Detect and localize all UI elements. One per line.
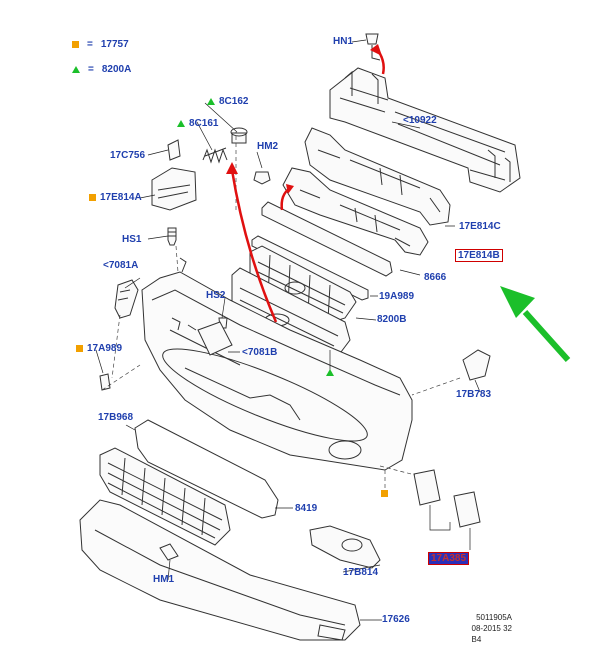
clip-17a989 bbox=[99, 373, 111, 391]
label-17b968[interactable]: 17B968 bbox=[98, 412, 134, 423]
label-17e814a[interactable]: 17E814A bbox=[100, 192, 142, 203]
label-8200b[interactable]: 8200B bbox=[377, 314, 407, 325]
square-marker-icon bbox=[76, 345, 83, 352]
label-hm2[interactable]: HM2 bbox=[257, 141, 279, 152]
label-hs1[interactable]: HS1 bbox=[122, 234, 142, 245]
bracket-17e814b bbox=[282, 167, 429, 256]
seal-19a989 bbox=[251, 235, 369, 301]
triangle-marker-icon bbox=[177, 120, 185, 127]
bracket-17e814c bbox=[304, 127, 451, 226]
label-hm1[interactable]: HM1 bbox=[153, 574, 175, 585]
fog-lamp-bezel bbox=[309, 525, 381, 569]
legend-triangle: =8200A bbox=[72, 64, 131, 75]
lower-valance bbox=[79, 499, 361, 641]
label-19a989[interactable]: 19A989 bbox=[379, 291, 415, 302]
red-arrow-hn1-head bbox=[370, 44, 382, 56]
clip-8c162 bbox=[230, 127, 248, 144]
red-arrow-8c162-head bbox=[226, 162, 238, 174]
legend-square: =17757 bbox=[72, 39, 129, 50]
label-17e814c[interactable]: 17E814C bbox=[459, 221, 501, 232]
label-17b783[interactable]: 17B783 bbox=[456, 389, 492, 400]
label-8419[interactable]: 8419 bbox=[295, 503, 318, 514]
screw-hm1 bbox=[159, 543, 179, 561]
square-marker-icon bbox=[72, 40, 79, 48]
green-arrow-icon bbox=[500, 286, 571, 363]
red-arrow-group bbox=[226, 44, 385, 323]
label-17c756[interactable]: 17C756 bbox=[110, 150, 146, 161]
clip-hm2 bbox=[253, 171, 271, 185]
bracket-17b783 bbox=[462, 349, 491, 381]
lower-grille bbox=[99, 447, 231, 546]
plate-7081b bbox=[197, 321, 233, 356]
triangle-marker-icon bbox=[326, 369, 334, 376]
label-17626[interactable]: 17626 bbox=[382, 614, 410, 625]
square-marker-icon bbox=[381, 490, 388, 497]
label-8666[interactable]: 8666 bbox=[424, 272, 447, 283]
label-7081a[interactable]: <7081A bbox=[103, 260, 139, 271]
clip-17c756 bbox=[167, 139, 181, 161]
reference-date: 08-2015 32 bbox=[471, 624, 512, 633]
grille-surround-8419 bbox=[134, 419, 279, 519]
reference-code: 5011905A bbox=[476, 613, 512, 622]
bracket-17e814a bbox=[151, 167, 197, 211]
square-marker-icon bbox=[89, 194, 96, 201]
label-8c162[interactable]: 8C162 bbox=[219, 96, 249, 107]
label-17b814[interactable]: 17B814 bbox=[343, 567, 379, 578]
label-8c161[interactable]: 8C161 bbox=[189, 118, 219, 129]
screw-hs1 bbox=[167, 227, 177, 246]
brackets-17a385 bbox=[413, 469, 481, 528]
red-arrow-hm2-head bbox=[286, 184, 294, 194]
label-17a989[interactable]: 17A989 bbox=[87, 343, 123, 354]
bumper-cover bbox=[141, 257, 413, 471]
label-17e814b[interactable]: 17E814B bbox=[455, 249, 503, 262]
bracket-7081a bbox=[114, 279, 139, 319]
red-arrow-8c162 bbox=[230, 169, 278, 323]
label-hn1[interactable]: HN1 bbox=[333, 36, 354, 47]
diagram-reference: 5011905A 08-2015 32 B4 bbox=[472, 612, 512, 645]
label-17a385[interactable]: 17A385 bbox=[428, 552, 470, 565]
reference-page: B4 bbox=[471, 635, 482, 644]
spring-8c161 bbox=[202, 147, 228, 164]
label-10922[interactable]: <10922 bbox=[403, 115, 437, 126]
triangle-marker-icon bbox=[72, 65, 80, 73]
triangle-marker-icon bbox=[207, 98, 215, 105]
label-hs2[interactable]: HS2 bbox=[206, 290, 226, 301]
clip-hn1 bbox=[365, 33, 379, 45]
label-7081b[interactable]: <7081B bbox=[242, 347, 278, 358]
trim-strip-8666 bbox=[261, 201, 393, 277]
